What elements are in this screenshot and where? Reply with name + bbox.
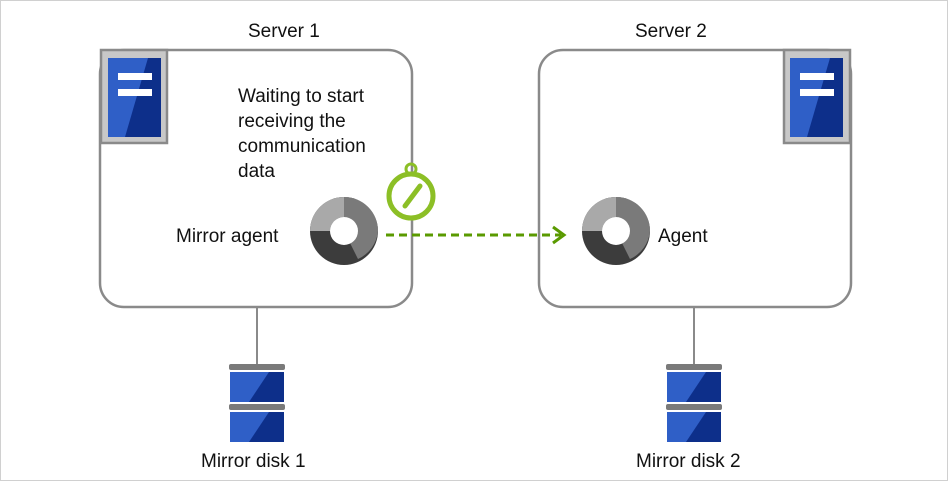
agent-icon <box>582 197 650 265</box>
agent-icon <box>310 197 378 265</box>
disk-icon <box>229 364 285 442</box>
mirror-disk-2-label: Mirror disk 2 <box>636 451 741 472</box>
disk-icon <box>666 364 722 442</box>
server2-title: Server 2 <box>635 21 707 42</box>
server1-title: Server 1 <box>248 21 320 42</box>
server-icon <box>99 48 169 145</box>
status-line-4: data <box>238 161 275 182</box>
server-icon <box>782 48 852 145</box>
status-line-1: Waiting to start <box>238 86 365 107</box>
mirror-agent-label: Mirror agent <box>176 226 279 247</box>
stopwatch-icon <box>386 162 436 221</box>
status-line-2: receiving the <box>238 111 346 132</box>
mirror-disk-1-label: Mirror disk 1 <box>201 451 306 472</box>
communication-arrow <box>386 225 567 245</box>
agent-label: Agent <box>658 226 708 247</box>
status-line-3: communication <box>238 136 366 157</box>
